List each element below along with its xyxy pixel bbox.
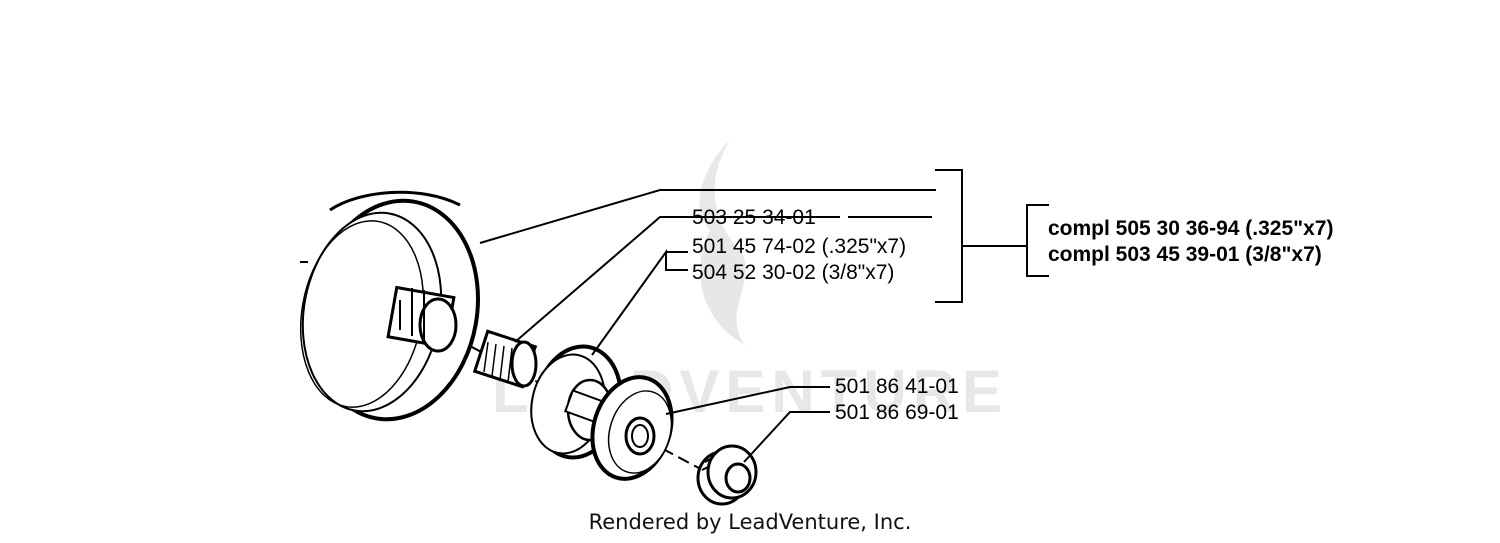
- part-label-rim-325: 501 45 74-02 (.325"x7): [692, 235, 907, 258]
- washer: [590, 375, 674, 481]
- footer-credit: Rendered by LeadVenture, Inc.: [588, 510, 912, 534]
- leader-lines: [479, 169, 1049, 463]
- assembly-label-38: compl 503 45 39-01 (3/8"x7): [1048, 243, 1322, 266]
- part-label-nut: 501 86 69-01: [835, 401, 959, 424]
- needle-bearing: [472, 329, 538, 389]
- nut: [696, 444, 758, 506]
- part-label-washer: 501 86 41-01: [835, 375, 959, 398]
- part-label-rim-38: 504 52 30-02 (3/8"x7): [692, 261, 895, 284]
- assembly-label-325: compl 505 30 36-94 (.325"x7): [1048, 217, 1334, 240]
- part-label-needle-bearing: 503 25 34-01: [692, 206, 816, 229]
- clutch-drum: [299, 190, 480, 422]
